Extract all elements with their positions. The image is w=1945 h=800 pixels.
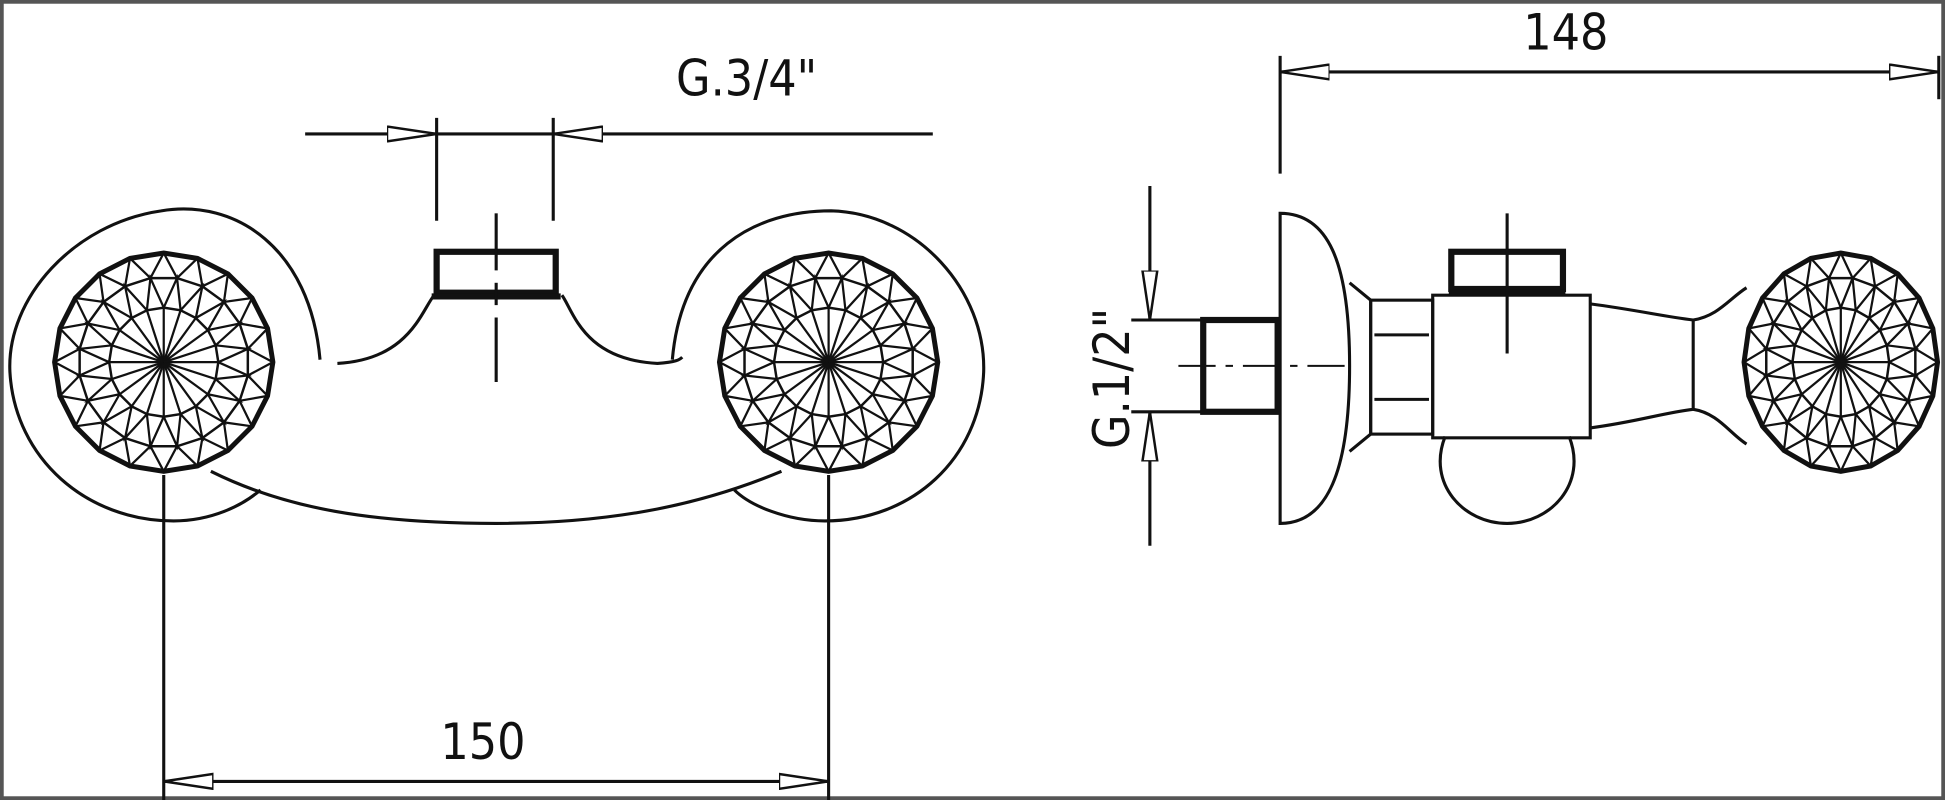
left-crystal-handle[interactable] [52,250,276,474]
side-crystal-handle[interactable] [1741,250,1941,474]
right-crystal-handle[interactable] [716,250,941,474]
right-wall-flange [670,209,986,523]
outlet-thread-dimension: G.3/4" [676,50,817,108]
depth-dimension: 148 [1523,4,1608,62]
body-top-curve [337,294,684,365]
side-view: 148 G.1/2" [1083,4,1941,546]
side-wall-flange [1278,211,1352,525]
front-view: G.3/4" 150 [8,50,986,800]
left-wall-flange [8,207,322,523]
handle-stem [1590,302,1695,430]
valve-body [1431,293,1592,440]
hex-nut [1369,298,1435,436]
outlet-elbow [1438,436,1576,525]
body-bottom-curve [210,469,783,525]
center-distance-dimension: 150 [440,713,525,771]
inlet-thread-dimension: G.1/2" [1083,308,1141,449]
